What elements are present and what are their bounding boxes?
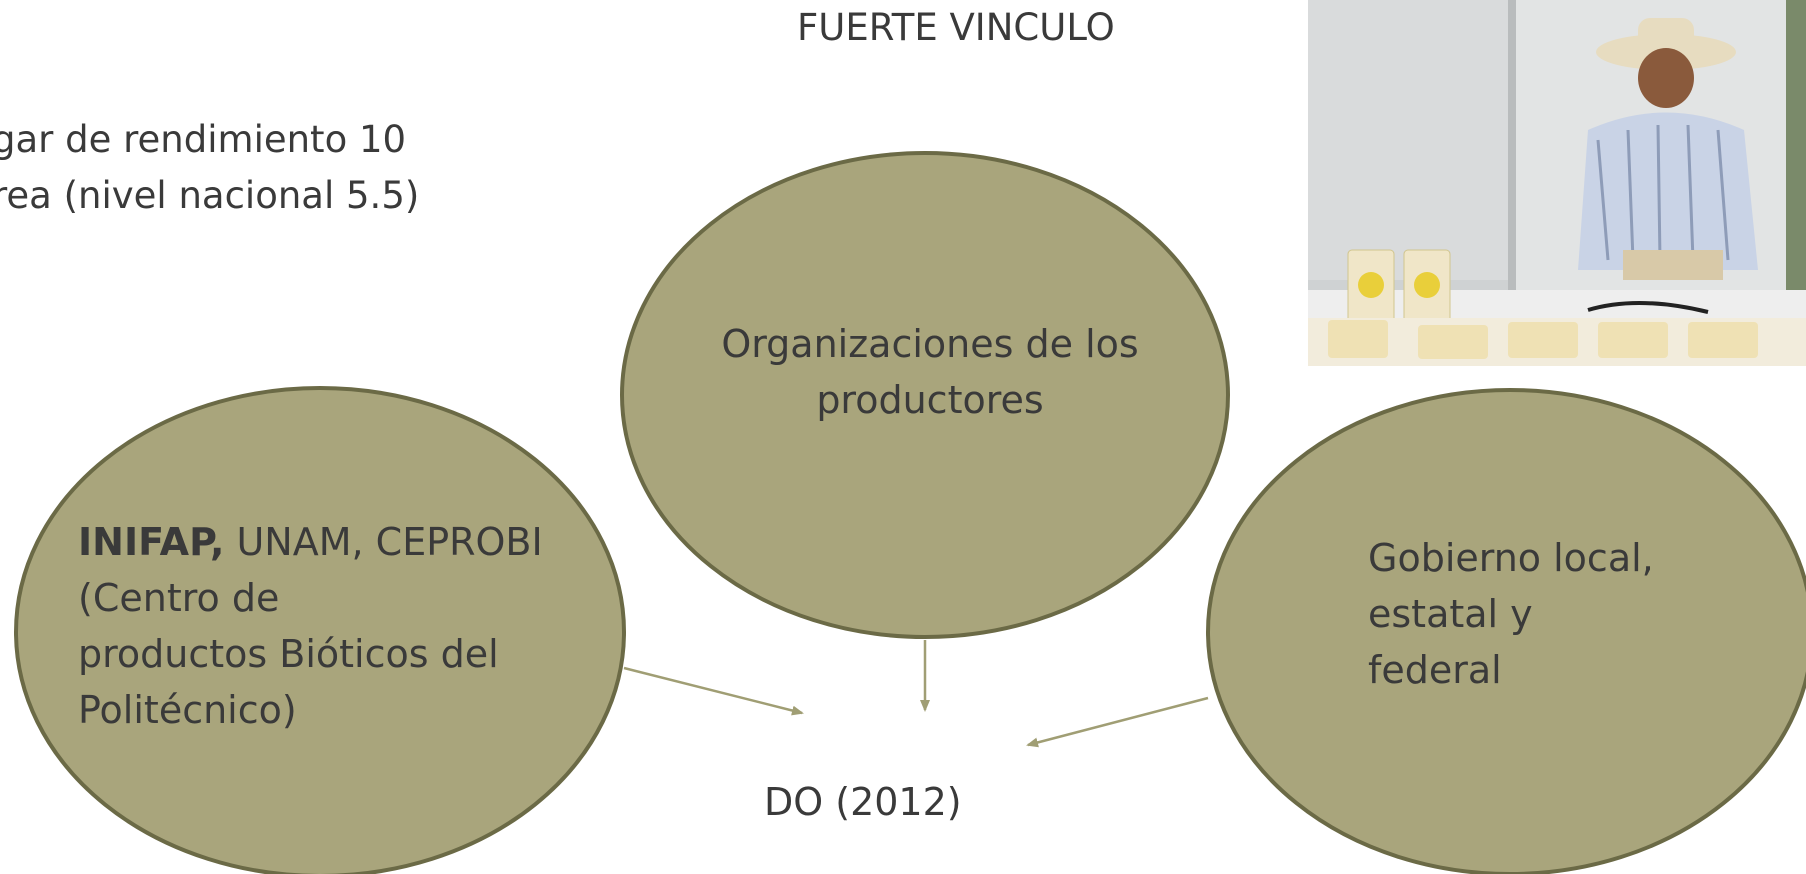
node-left-bold: INIFAP, [78,520,225,564]
intro-text: gar de rendimiento 10 rea (nivel naciona… [0,112,419,224]
producer-photo-icon [1308,0,1806,366]
slide-title: FUERTE VINCULO [797,6,1115,49]
node-right-bubble [1206,388,1806,874]
intro-line-2: rea (nivel nacional 5.5) [0,174,420,217]
do-target-label: DO (2012) [764,780,962,824]
node-left-line-2: (Centro de [78,576,280,620]
node-right-line-1: Gobierno local, [1368,536,1654,580]
node-right-line-2: estatal y [1368,592,1533,636]
node-top-label: Organizaciones de los productores [721,322,1139,422]
node-right-line-3: federal [1368,648,1502,692]
node-left-rest: UNAM, CEPROBI [224,520,543,564]
node-left-bubble [14,386,626,874]
producer-photo [1308,0,1806,366]
node-left-line-3: productos Bióticos del [78,632,499,676]
intro-line-1: gar de rendimiento 10 [0,118,407,161]
node-top-bubble [620,151,1230,639]
arrow-left-to-do [623,666,804,716]
arrow-right-to-do [1026,696,1209,748]
node-left-label: INIFAP, UNAM, CEPROBI (Centro de product… [78,514,598,738]
node-right-label: Gobierno local, estatal y federal [1368,530,1728,698]
node-left-line-4: Politécnico) [78,688,297,732]
